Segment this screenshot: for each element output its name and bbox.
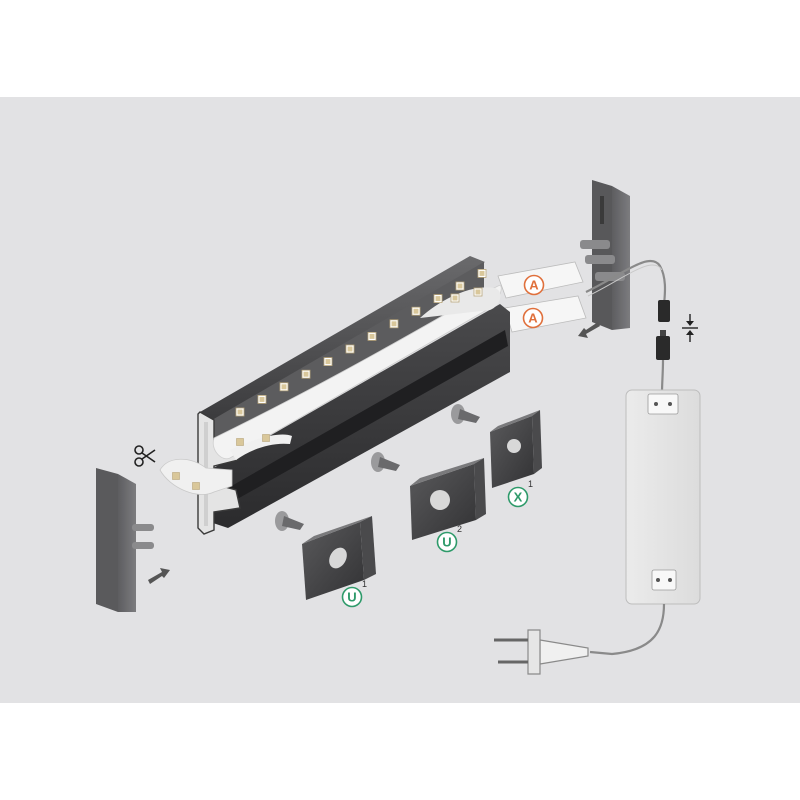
led-chip-core <box>435 296 441 302</box>
power-supply-unit <box>625 389 701 605</box>
svg-text:2: 2 <box>457 524 462 534</box>
badge-clip-u2: U 2 <box>436 524 462 553</box>
end-cap-right <box>580 180 630 330</box>
mounting-clip-u2 <box>410 458 486 540</box>
led-chip-core <box>457 283 463 289</box>
mains-cable <box>589 603 666 656</box>
screw-1 <box>275 511 304 531</box>
badge-clip-u1: U 1 <box>341 579 367 608</box>
end-cap-left <box>96 468 154 612</box>
badge-tape-lower: A <box>522 307 544 329</box>
svg-text:A: A <box>528 311 538 326</box>
connection-cable <box>585 259 670 393</box>
led-chip-core <box>479 270 485 276</box>
led-chip-core <box>413 308 419 314</box>
mounting-clip-x1 <box>490 410 542 488</box>
led-chip-core <box>237 409 243 415</box>
led-chip-core <box>452 295 458 301</box>
badge-tape-upper: A <box>523 274 545 296</box>
led-strip <box>159 268 502 495</box>
compress-icon <box>682 314 698 342</box>
led-chip-core <box>303 371 309 377</box>
svg-text:1: 1 <box>362 579 367 589</box>
led-chip <box>172 472 180 480</box>
led-chip-core <box>369 333 375 339</box>
mounting-clip-u1 <box>302 516 376 600</box>
led-chips <box>172 268 487 490</box>
svg-text:1: 1 <box>528 479 533 489</box>
led-chip <box>262 434 270 442</box>
led-chip-core <box>325 359 331 365</box>
svg-text:U: U <box>347 590 356 605</box>
led-chip-core <box>259 396 265 402</box>
scissors-icon <box>134 445 156 467</box>
svg-text:X: X <box>514 490 523 505</box>
plug-icon <box>494 629 589 675</box>
badge-clip-x1: X 1 <box>507 479 533 508</box>
led-chip-core <box>391 321 397 327</box>
arrow-icon <box>578 322 600 338</box>
led-chip-core <box>347 346 353 352</box>
svg-text:A: A <box>529 278 539 293</box>
led-chip-core <box>281 384 287 390</box>
screw-2 <box>371 452 400 472</box>
led-chip <box>192 482 200 490</box>
led-chip <box>236 438 244 446</box>
svg-text:U: U <box>442 535 451 550</box>
arrow-icon <box>148 568 170 584</box>
adhesive-tape-lower <box>504 295 587 333</box>
led-chip-core <box>475 289 481 295</box>
screw-3 <box>451 404 480 424</box>
